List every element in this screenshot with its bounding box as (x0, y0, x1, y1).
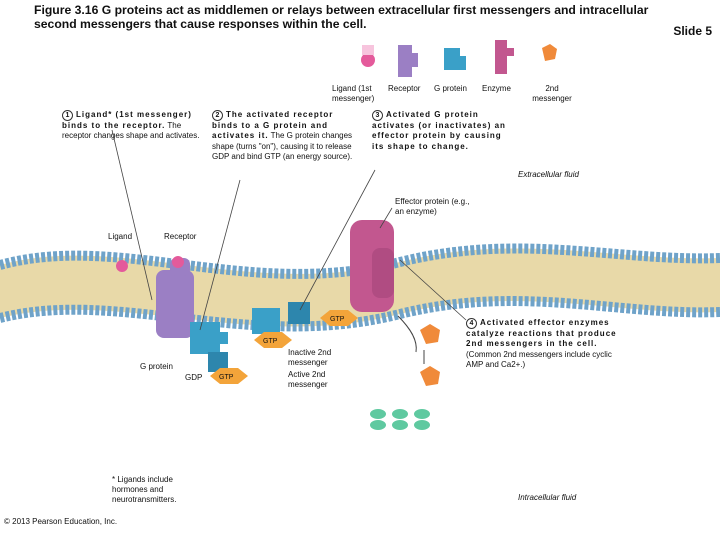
gdp-label: GDP (185, 373, 203, 382)
intracellular-label: Intracellular fluid (518, 493, 577, 502)
legend-ligand-figure (361, 45, 375, 67)
step-1-number: 1 (62, 110, 73, 121)
callout-lines (111, 129, 467, 331)
step-2-bold: The activated receptor binds to a G prot… (212, 110, 334, 141)
legend-gprotein-figure (444, 48, 466, 70)
inactive-messenger-label: Inactive 2nd messenger (288, 348, 332, 367)
legend-label-gprotein: G protein (434, 84, 467, 93)
effector-label: Effector protein (e.g., an enzyme) (395, 197, 470, 216)
legend-receptor-figure (398, 45, 418, 77)
inactive-messenger (420, 324, 440, 344)
free-ligand (116, 260, 128, 272)
step-2-text: The G protein changes shape (turns "on")… (212, 131, 353, 162)
gtp-tag-1 (320, 310, 358, 326)
step-4-number: 4 (466, 318, 477, 329)
receptor-label: Receptor (164, 232, 197, 241)
legend-label-ligand: Ligand (1st messenger) (332, 84, 375, 103)
step-1-bold: Ligand* (1st messenger) binds to the rec… (62, 110, 192, 130)
step-3-bold: Activated G protein activates (or inacti… (372, 110, 506, 151)
step-1-text: The receptor changes shape and activates… (62, 121, 200, 141)
active-messenger-label: Active 2nd messenger (288, 370, 328, 389)
gtp-label-3: GTP (219, 374, 234, 381)
g-protein-label: G protein (140, 362, 173, 371)
figure-title: Figure 3.16 G proteins act as middlemen … (34, 3, 649, 31)
footnote: * Ligands include hormones and neurotran… (112, 475, 177, 504)
step-3-number: 3 (372, 110, 383, 121)
step-4-text: (Common 2nd messengers include cyclic AM… (466, 349, 612, 370)
gtp-label-2: GTP (263, 338, 278, 345)
legend-label-messenger: 2nd messenger (532, 84, 572, 103)
effector-shape (350, 220, 394, 312)
ligand-label: Ligand (108, 232, 133, 241)
step-4-bold: Activated effector enzymes catalyze reac… (466, 318, 617, 349)
gtp-tag-3 (210, 368, 248, 384)
slide-number: Slide 5 (673, 24, 712, 38)
legend-enzyme-figure (495, 40, 514, 74)
copyright: © 2013 Pearson Education, Inc. (4, 517, 118, 526)
legend-label-receptor: Receptor (388, 84, 421, 93)
legend-messenger-figure (542, 44, 557, 61)
g-protein-shape (190, 302, 310, 372)
bound-ligand (172, 256, 184, 268)
gtp-tag-2 (254, 332, 292, 348)
step-2-number: 2 (212, 110, 223, 121)
extracellular-label: Extracellular fluid (518, 170, 579, 179)
legend-label-enzyme: Enzyme (482, 84, 511, 93)
conversion-arrow (397, 315, 417, 353)
gtp-label-1: GTP (330, 316, 345, 323)
messenger-cluster (370, 409, 430, 430)
active-messenger (420, 366, 440, 386)
